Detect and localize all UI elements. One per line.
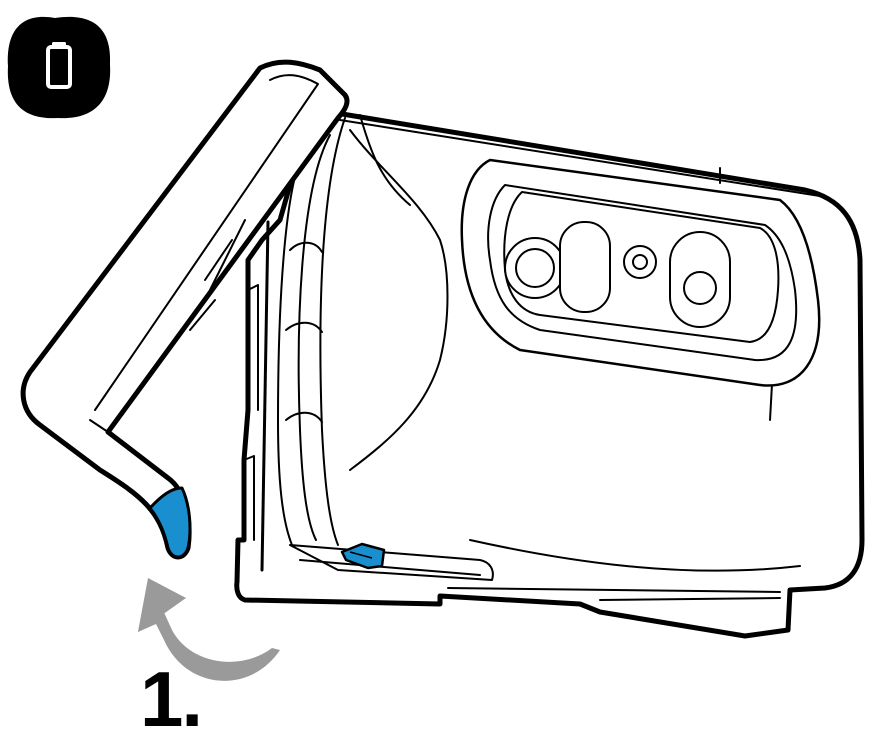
device-body (234, 109, 865, 639)
rotate-arrow-icon (138, 578, 280, 681)
lid-latch-accent (148, 486, 192, 559)
device-lid-open (20, 59, 350, 560)
step-number: 1. (140, 655, 203, 743)
badge-shape (7, 16, 111, 119)
battery-icon (46, 42, 72, 89)
battery-badge (7, 16, 111, 119)
